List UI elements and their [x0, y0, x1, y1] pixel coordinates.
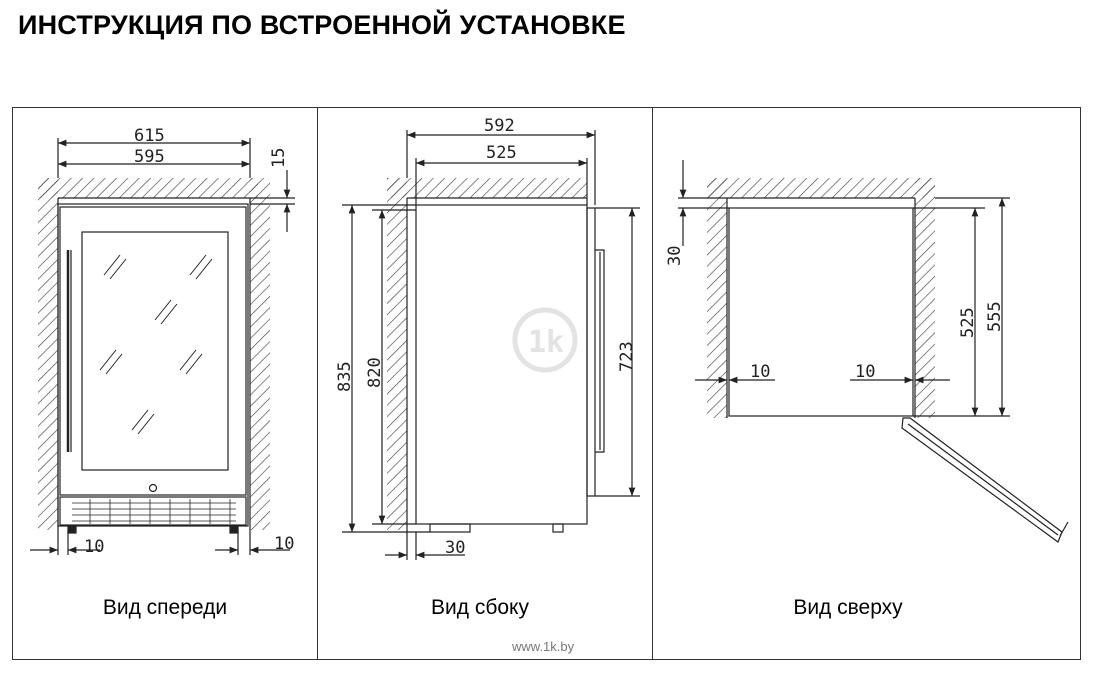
dim-side-door-height: 723: [617, 341, 637, 372]
dim-front-outer-width: 615: [134, 126, 165, 146]
lock-icon: [148, 483, 158, 493]
top-back-wall: [707, 178, 935, 198]
dim-front-right-gap: 10: [274, 534, 294, 554]
diagram-frame: [12, 107, 1081, 660]
top-dimension-labels: 30 10 10 525 555: [665, 246, 1005, 382]
dim-side-inner-depth: 525: [486, 143, 517, 163]
front-door: [59, 206, 247, 496]
top-cabinet: [728, 207, 914, 417]
dim-side-bottom-gap: 30: [445, 538, 465, 558]
svg-text:1k: 1k: [528, 325, 564, 360]
front-glass: [81, 231, 229, 471]
page-title: ИНСТРУКЦИЯ ПО ВСТРОЕННОЙ УСТАНОВКЕ: [18, 10, 626, 40]
dim-top-right-gap: 10: [855, 362, 875, 382]
front-vent-grille: [59, 496, 247, 526]
front-view-caption: Вид спереди: [102, 596, 228, 619]
front-left-wall: [38, 178, 58, 530]
front-top-wall: [38, 178, 258, 198]
front-right-wall: [250, 178, 270, 530]
side-view-caption: Вид сбоку: [431, 596, 529, 619]
side-top-wall: [387, 178, 587, 198]
side-back-wall: [387, 178, 407, 530]
front-cabinet: [57, 203, 249, 527]
dim-side-outer-depth: 592: [484, 116, 515, 136]
dim-front-top-gap: 15: [269, 148, 289, 168]
panel-divider: [317, 107, 318, 660]
dim-side-inner-height: 820: [365, 357, 385, 388]
front-dimension-labels: 615 595 15 10 10: [84, 126, 294, 557]
side-view: [342, 130, 640, 560]
side-handle: [595, 249, 605, 453]
dim-top-outer-depth: 555: [985, 301, 1005, 332]
top-right-wall: [915, 178, 935, 418]
top-open-door: [901, 417, 1063, 543]
top-view: [678, 160, 1069, 543]
watermark-text: www.1k.by: [512, 639, 575, 654]
dim-top-inner-depth: 525: [958, 307, 978, 338]
top-left-wall: [707, 178, 727, 418]
dim-front-left-gap: 10: [84, 537, 104, 557]
dim-top-back-gap: 30: [665, 246, 685, 266]
panel-divider: [652, 107, 653, 660]
dim-side-outer-height: 835: [335, 361, 355, 392]
dim-front-inner-width: 595: [134, 147, 165, 167]
watermark-logo: 1k: [512, 307, 578, 373]
side-door: [586, 207, 596, 497]
side-dimension-labels: 592 525 835 820 723 30: [335, 116, 637, 558]
dim-top-left-gap: 10: [750, 362, 770, 382]
top-view-caption: Вид сверху: [793, 596, 903, 619]
front-view: [30, 138, 295, 555]
